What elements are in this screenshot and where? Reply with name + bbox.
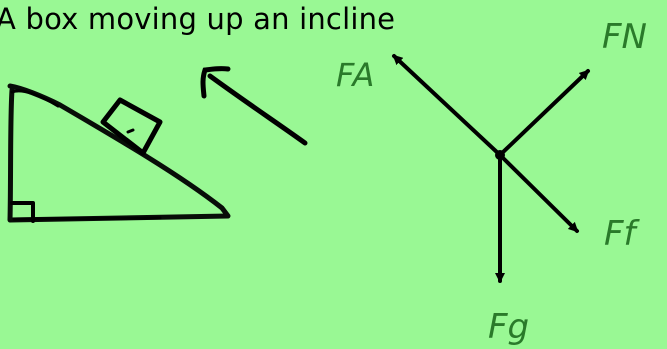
gravity-force-label: Fg [488,307,529,347]
diagram-title: A box moving up an incline [0,2,396,36]
friction-force-vector [498,153,579,233]
motion-arrow [200,66,308,146]
incline-triangle [7,83,231,223]
normal-force-label: FN [602,17,647,57]
applied-force-vector [392,54,502,157]
applied-force-label: FA [336,56,374,94]
normal-force-vector [498,69,590,157]
box-on-incline [100,97,163,156]
friction-force-label: Ff [604,214,641,254]
right-angle-mark [10,201,35,223]
incline-outline [7,83,231,223]
force-vectors [392,54,590,283]
